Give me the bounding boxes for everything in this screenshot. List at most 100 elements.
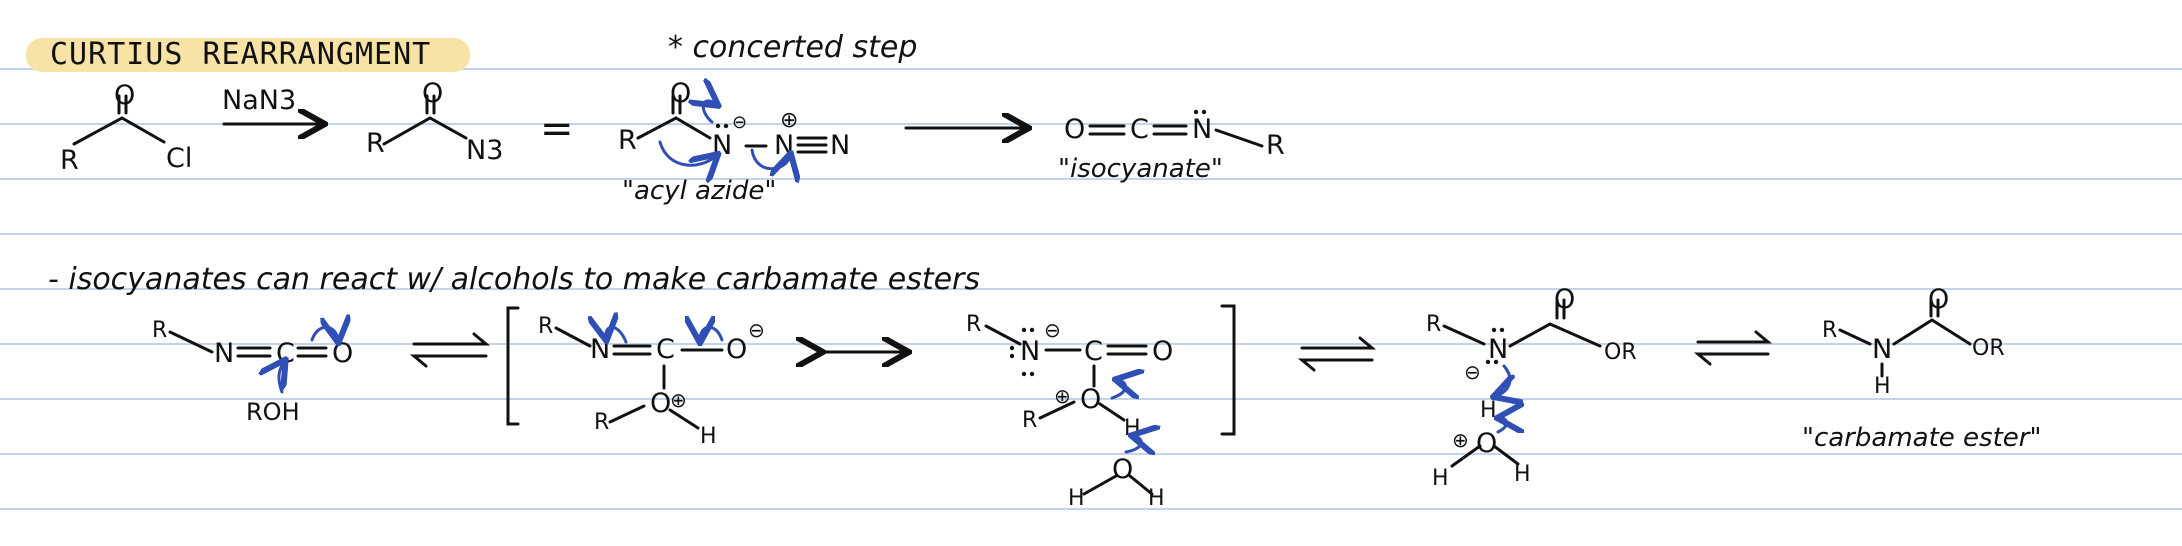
page-title: CURTIUS REARRANGMENT — [50, 37, 432, 72]
bond — [1214, 128, 1264, 148]
bond — [1450, 444, 1482, 468]
bond — [168, 330, 214, 354]
curved-arrow — [310, 327, 338, 340]
curved-arrow — [658, 140, 716, 165]
ruled-line — [0, 68, 2182, 70]
curved-arrow — [1112, 380, 1126, 400]
left-bracket — [506, 306, 520, 426]
bond — [382, 116, 468, 146]
atom-N: N — [1020, 336, 1041, 367]
equilibrium-arrow — [409, 354, 488, 368]
alcohol-ROH: ROH — [246, 398, 300, 426]
double-bond — [236, 346, 272, 358]
atom-O: O — [1080, 384, 1102, 415]
atom-H: H — [700, 424, 717, 449]
ruled-line — [0, 123, 2182, 125]
bond — [1892, 318, 1972, 346]
negative-charge: ⊖ — [748, 318, 765, 342]
atom-O: O — [650, 388, 672, 419]
atom-N: N — [1488, 334, 1509, 365]
alkoxy-OR: OR — [1972, 336, 2005, 361]
curved-arrow — [1496, 364, 1510, 396]
ruled-line — [0, 288, 2182, 290]
atom-C: C — [656, 334, 675, 365]
curved-arrow — [700, 327, 724, 340]
double-bond — [1106, 344, 1148, 356]
bond — [636, 116, 712, 140]
curved-arrow — [606, 327, 628, 342]
positive-charge: ⊕ — [1452, 428, 1469, 452]
bond — [671, 94, 682, 115]
atom-R: R — [1822, 318, 1838, 343]
atom-N: N — [214, 338, 235, 369]
atom-O: O — [1152, 336, 1174, 367]
bond — [1082, 474, 1118, 496]
atom-N3: N3 — [466, 135, 504, 166]
bond — [608, 404, 646, 424]
right-bracket — [1220, 304, 1236, 436]
bond — [1492, 444, 1520, 466]
water-O: O — [1112, 454, 1134, 485]
atom-R: R — [152, 318, 168, 343]
equilibrium-arrow — [412, 332, 491, 346]
equals-sign: = — [540, 106, 574, 152]
carbamate-ester-label: "carbamate ester" — [1802, 423, 2042, 453]
positive-charge: ⊕ — [670, 388, 687, 412]
atom-Cl: Cl — [166, 143, 193, 174]
ruled-line — [0, 508, 2182, 510]
alkoxy-OR: OR — [1604, 340, 1637, 365]
atom-H: H — [1514, 462, 1531, 487]
double-bond — [612, 344, 652, 356]
double-bond — [296, 346, 328, 358]
atom-R: R — [60, 145, 79, 176]
atom-N: N — [1192, 114, 1213, 145]
equilibrium-arrow — [1693, 352, 1770, 366]
bond — [554, 326, 592, 348]
lone-pairs — [715, 109, 1505, 377]
atom-R: R — [1022, 408, 1038, 433]
curved-arrow — [279, 362, 284, 394]
negative-charge: ⊖ — [1464, 360, 1481, 384]
atom-C: C — [1130, 114, 1149, 145]
equilibrium-arrow — [1696, 330, 1773, 344]
curved-arrow — [1498, 418, 1507, 434]
negative-charge: ⊖ — [732, 112, 748, 133]
title-highlight — [26, 38, 470, 72]
atom-H: H — [1432, 466, 1449, 491]
atom-O: O — [1476, 428, 1498, 459]
double-bond — [1555, 298, 1566, 320]
isocyanate-label: "isocyanate" — [1058, 154, 1223, 184]
bond — [984, 324, 1022, 346]
equilibrium-arrow — [1297, 358, 1374, 372]
bond — [1128, 474, 1154, 496]
atom-O: O — [726, 334, 748, 365]
atom-R: R — [594, 410, 610, 435]
equilibrium-arrow — [1300, 336, 1377, 350]
atom-C: C — [1084, 336, 1103, 367]
negative-charge: ⊖ — [1044, 318, 1061, 342]
ruled-line — [0, 398, 2182, 400]
triple-bond — [796, 136, 828, 154]
bond — [1508, 322, 1602, 348]
curved-arrow — [703, 101, 716, 124]
bond — [72, 116, 166, 146]
atom-R: R — [366, 128, 385, 159]
atom-O: O — [1064, 114, 1086, 145]
atom-H: H — [1874, 374, 1891, 399]
double-bond — [1929, 298, 1940, 318]
atom-N: N — [1872, 334, 1893, 365]
atom-N: N — [830, 130, 851, 161]
bond — [117, 94, 128, 115]
positive-charge: ⊕ — [780, 108, 799, 133]
reagent-label: NaN3 — [222, 85, 297, 116]
atom-R: R — [1426, 312, 1442, 337]
water-H: H — [1068, 486, 1085, 511]
bond — [425, 94, 436, 115]
atom-R: R — [538, 314, 554, 339]
ruled-line — [0, 453, 2182, 455]
double-bond — [1088, 124, 1126, 136]
atom-O: O — [670, 78, 692, 109]
atom-R: R — [1266, 130, 1285, 161]
